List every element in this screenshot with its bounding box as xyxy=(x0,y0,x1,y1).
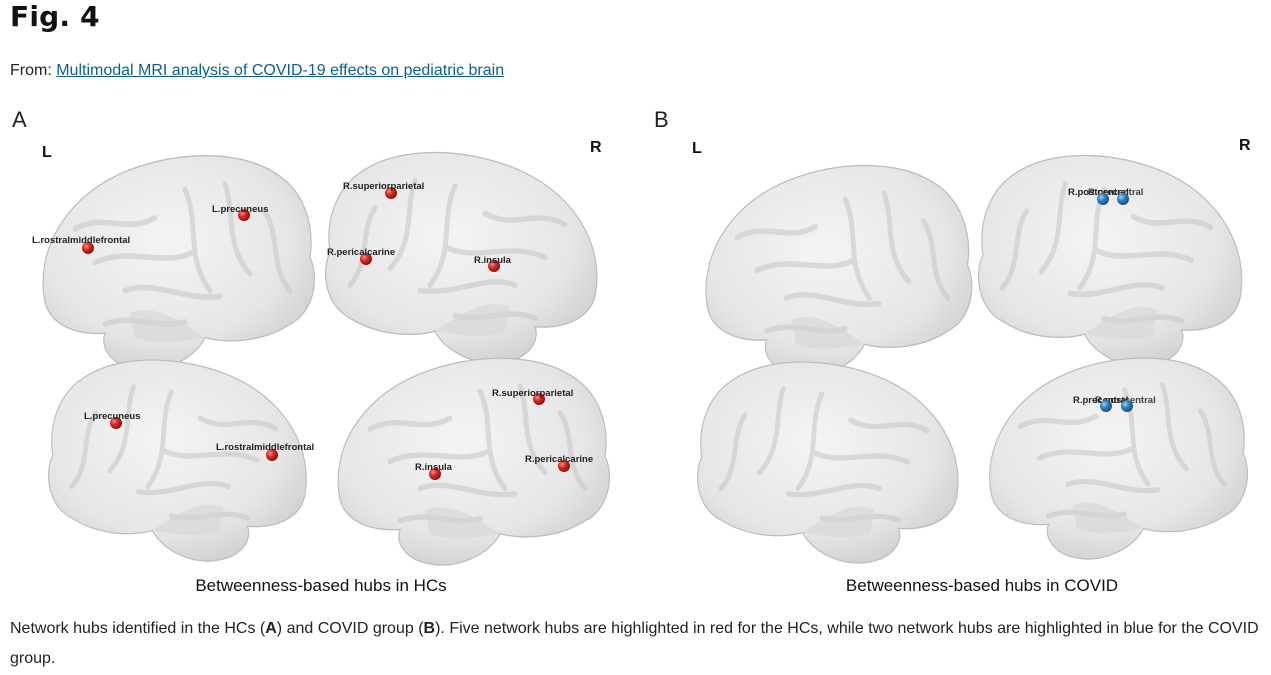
from-prefix: From: xyxy=(10,62,57,79)
hub-marker xyxy=(1121,400,1133,412)
hub-label: R.precentral xyxy=(1073,395,1128,406)
hub-label: R.superiorparietal xyxy=(343,181,424,192)
hub-label: R.insula xyxy=(415,462,453,473)
hub-marker xyxy=(360,253,372,265)
hub-marker xyxy=(385,187,397,199)
figure-caption: Network hubs identified in the HCs (A) a… xyxy=(10,614,1265,674)
caption-text: ). Five network hubs are highlighted in … xyxy=(10,620,1259,667)
panel-a-letter: A xyxy=(12,107,27,132)
panel-b-brain-left-lateral xyxy=(706,165,972,376)
caption-bold-a: A xyxy=(265,620,277,637)
hub-label: L.precuneus xyxy=(212,204,269,215)
panel-a: A L R L.rostralmiddlefrontal L.precuneus… xyxy=(12,107,609,595)
panel-a-subtitle: Betweenness-based hubs in HCs xyxy=(195,576,446,595)
figure-title: Fig. 4 xyxy=(10,0,100,33)
hub-marker xyxy=(558,460,570,472)
panel-a-right-label: R xyxy=(590,139,602,156)
hub-marker xyxy=(1117,193,1129,205)
hub-label: R.superiorparietal xyxy=(492,388,573,399)
hub-marker xyxy=(1097,193,1109,205)
panel-b: B L R R.postcentral R.precentral R.prece… xyxy=(654,107,1251,595)
brain-figure-svg: A L R L.rostralmiddlefrontal L.precuneus… xyxy=(12,107,1251,595)
panel-a-left-label: L xyxy=(42,144,52,161)
source-article-link[interactable]: Multimodal MRI analysis of COVID-19 effe… xyxy=(56,62,505,79)
panel-a-brain-left-lateral xyxy=(43,156,314,370)
hub-marker xyxy=(110,417,122,429)
hub-marker xyxy=(238,209,250,221)
hub-marker xyxy=(1100,400,1112,412)
hub-marker xyxy=(266,449,278,461)
hub-marker xyxy=(488,260,500,272)
panel-b-brain-right-medial xyxy=(990,358,1248,559)
hub-label: R.insula xyxy=(474,255,512,266)
panel-b-subtitle: Betweenness-based hubs in COVID xyxy=(846,576,1118,595)
caption-text: Network hubs identified in the HCs ( xyxy=(10,620,266,637)
hub-marker xyxy=(82,242,94,254)
panel-b-right-label: R xyxy=(1239,137,1251,154)
panel-b-letter: B xyxy=(654,107,669,132)
hub-marker xyxy=(429,468,441,480)
panel-b-brain-left-medial xyxy=(698,362,958,563)
hub-label: R.postcentral xyxy=(1068,187,1129,198)
panel-a-brain-left-medial xyxy=(49,360,307,561)
hub-label: L.precuneus xyxy=(84,411,141,422)
source-line: From: Multimodal MRI analysis of COVID-1… xyxy=(10,62,504,80)
hub-label: L.rostralmiddlefrontal xyxy=(216,442,314,453)
panel-b-left-label: L xyxy=(692,140,702,157)
hub-label: R.precentral xyxy=(1088,187,1143,198)
caption-text: ) and COVID group ( xyxy=(276,620,424,637)
caption-bold-b: B xyxy=(423,620,436,637)
hub-label: R.pericalcarine xyxy=(327,247,395,258)
hub-label: L.rostralmiddlefrontal xyxy=(32,235,130,246)
figure-image: A L R L.rostralmiddlefrontal L.precuneus… xyxy=(0,100,1271,605)
hub-marker xyxy=(533,393,545,405)
hub-label: R.pericalcarine xyxy=(525,454,593,465)
